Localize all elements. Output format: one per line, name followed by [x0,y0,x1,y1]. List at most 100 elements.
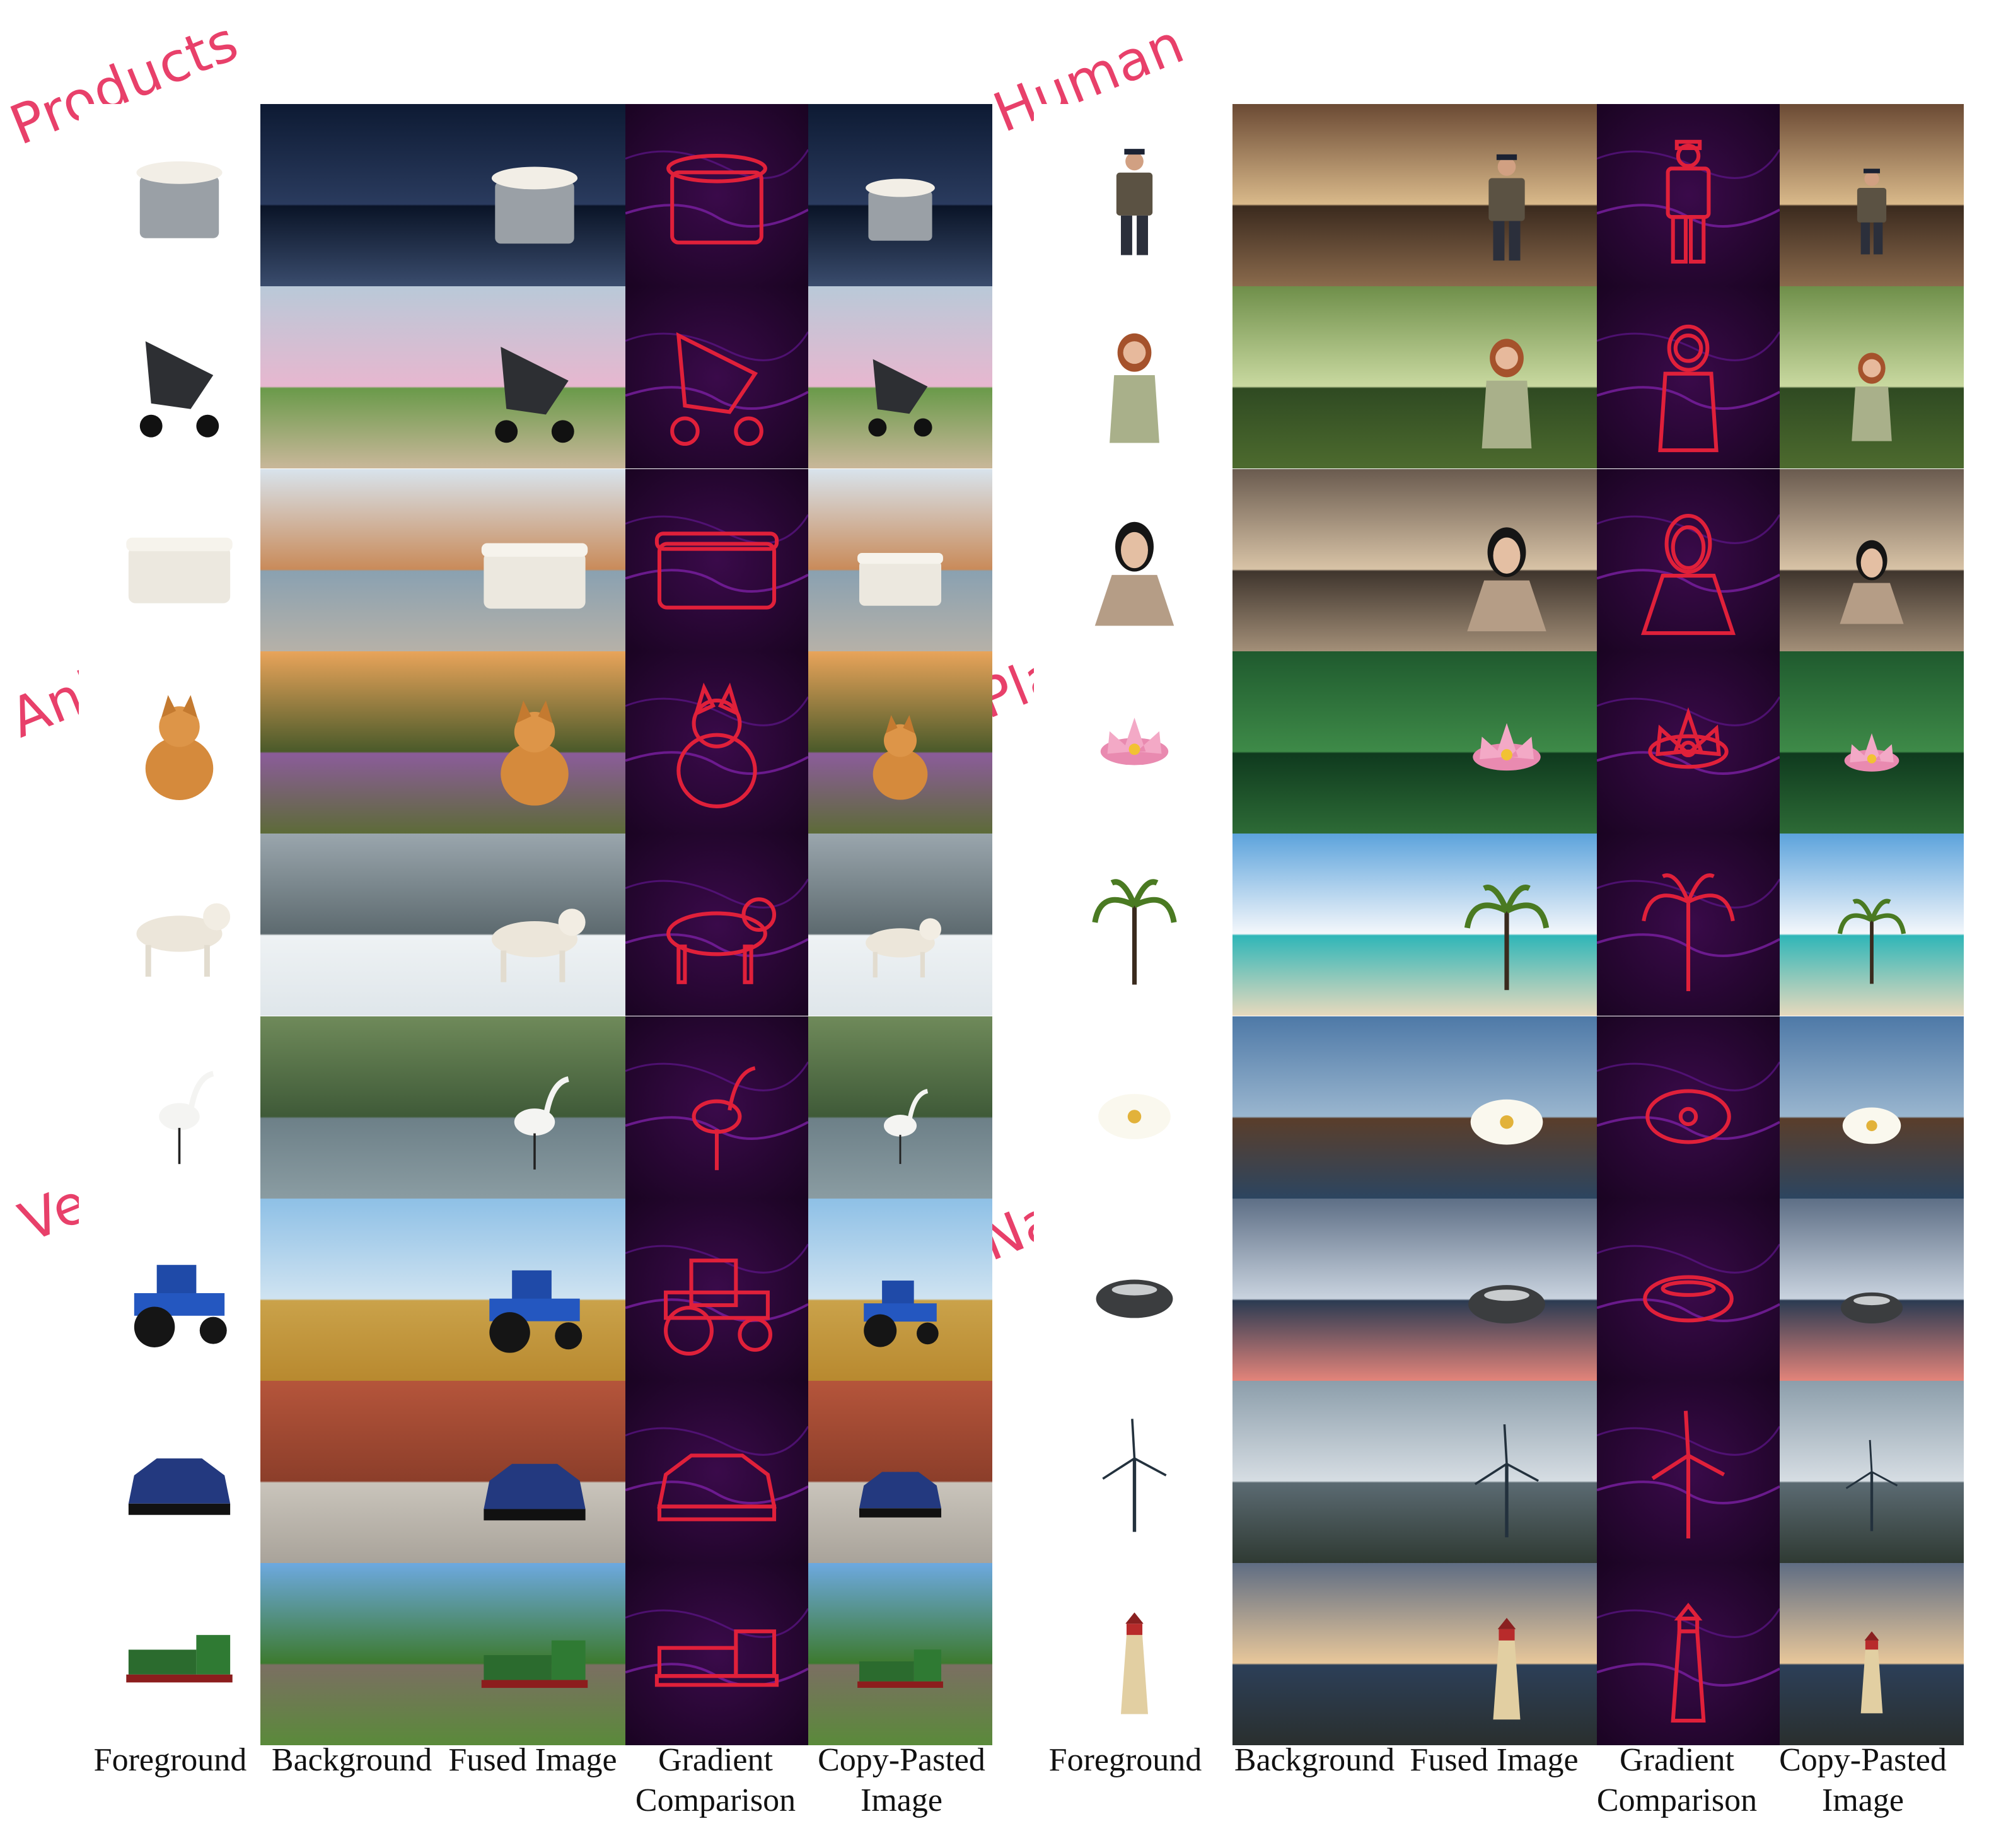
foreground-palm-tree [1034,834,1217,1016]
col-label-foreground-left: Foreground [93,1742,247,1778]
fused-stone [1415,1199,1598,1381]
copy-pasted-white-flower [1780,1016,1964,1199]
col-label-background-left: Background [271,1742,432,1778]
col-label-fused-right: Fused Image [1410,1742,1579,1778]
background-tree-branch [1232,1016,1415,1199]
fused-cream-jar [443,104,626,286]
background-mountain-lake [1232,1199,1415,1381]
fused-lighthouse [1415,1563,1598,1745]
copy-pasted-stroller [808,286,992,468]
fused-storage-box [443,469,626,651]
gradient-lotus [1597,651,1780,834]
background-sunset-flower-field [260,651,443,834]
gradient-lighthouse [1597,1563,1780,1745]
background-wheat-field [260,1199,443,1381]
background-harbor-canal [260,469,443,651]
copy-pasted-tractor [808,1199,992,1381]
copy-pasted-wolf [808,834,992,1016]
copy-pasted-man-in-cap [1780,104,1964,286]
gradient-egret [625,1016,808,1199]
gradient-steam-locomotive [625,1563,808,1745]
copy-pasted-wind-turbine [1780,1381,1964,1563]
copy-pasted-lighthouse [1780,1563,1964,1745]
fused-wind-turbine [1415,1381,1598,1563]
fused-wolf [443,834,626,1016]
background-night-lake [260,104,443,286]
copy-pasted-steam-locomotive [808,1563,992,1745]
fused-white-flower [1415,1016,1598,1199]
background-pond [260,1016,443,1199]
gradient-red-haired-woman [1597,286,1780,468]
gradient-dog [625,651,808,834]
gradient-cream-jar [625,104,808,286]
foreground-woman-ponytail [1034,469,1217,651]
copy-pasted-stone [1780,1199,1964,1381]
foreground-steam-locomotive [79,1563,262,1745]
gradient-palm-tree [1597,834,1780,1016]
foreground-storage-box [79,469,262,651]
col-label-fused-left: Fused Image [448,1742,617,1778]
col-label-foreground-right: Foreground [1048,1742,1202,1778]
gradient-stone [1597,1199,1780,1381]
background-lotus-leaves [1232,651,1415,834]
background-brick-wall [260,1381,443,1563]
gradient-man-in-cap [1597,104,1780,286]
background-beach [1232,834,1415,1016]
foreground-tractor [79,1199,262,1381]
fused-palm-tree [1415,834,1598,1016]
foreground-wolf [79,834,262,1016]
fused-sports-car [443,1381,626,1563]
background-rocky-island [1232,1563,1415,1745]
background-dress-boutique [1232,469,1415,651]
foreground-man-in-cap [1034,104,1217,286]
background-snowy-forest [260,834,443,1016]
copy-pasted-palm-tree [1780,834,1964,1016]
fused-man-in-cap [1415,104,1598,286]
foreground-red-haired-woman [1034,286,1217,468]
fused-tractor [443,1199,626,1381]
gradient-stroller [625,286,808,468]
foreground-white-flower [1034,1016,1217,1199]
copy-pasted-sports-car [808,1381,992,1563]
foreground-wind-turbine [1034,1381,1217,1563]
copy-pasted-red-haired-woman [1780,286,1964,468]
copy-pasted-woman-ponytail [1780,469,1964,651]
foreground-egret [79,1016,262,1199]
foreground-stone [1034,1199,1217,1381]
background-cafe-interior [1232,104,1415,286]
gradient-woman-ponytail [1597,469,1780,651]
copy-pasted-storage-box [808,469,992,651]
fused-dog [443,651,626,834]
fused-lotus [1415,651,1598,834]
foreground-sports-car [79,1381,262,1563]
copy-pasted-lotus [1780,651,1964,834]
foreground-dog [79,651,262,834]
fused-red-haired-woman [1415,286,1598,468]
copy-pasted-egret [808,1016,992,1199]
gradient-sports-car [625,1381,808,1563]
copy-pasted-dog [808,651,992,834]
foreground-cream-jar [79,104,262,286]
background-cherry-blossom-park [260,286,443,468]
foreground-stroller [79,286,262,468]
gradient-white-flower [1597,1016,1780,1199]
col-label-background-right: Background [1234,1742,1395,1778]
fused-steam-locomotive [443,1563,626,1745]
gradient-wolf [625,834,808,1016]
foreground-lighthouse [1034,1563,1217,1745]
foreground-lotus [1034,651,1217,834]
background-coastal-cliff [1232,1381,1415,1563]
copy-pasted-cream-jar [808,104,992,286]
fused-stroller [443,286,626,468]
gradient-storage-box [625,469,808,651]
fused-egret [443,1016,626,1199]
background-railway-tracks [260,1563,443,1745]
fused-woman-ponytail [1415,469,1598,651]
gradient-tractor [625,1199,808,1381]
gradient-wind-turbine [1597,1381,1780,1563]
